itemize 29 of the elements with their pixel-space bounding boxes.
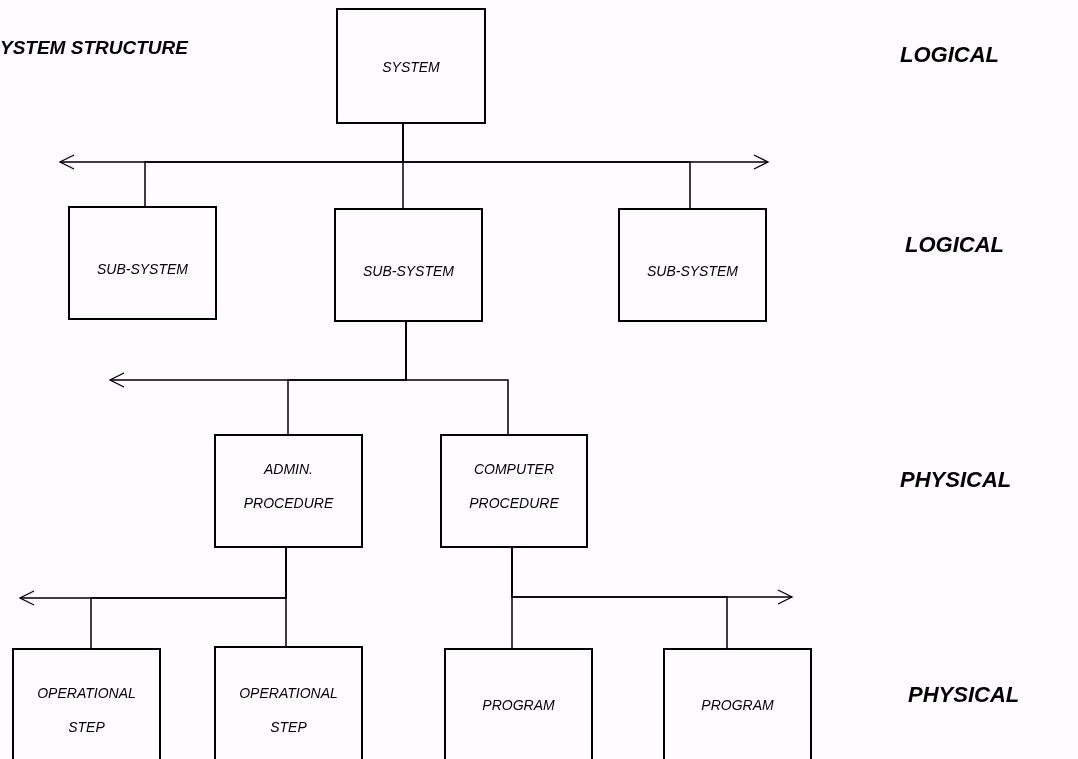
box-label: OPERATIONAL STEP <box>238 684 339 737</box>
process-box <box>444 648 593 759</box>
level-label: PHYSICAL <box>900 466 1012 494</box>
process-box <box>440 434 588 548</box>
box-label: PROGRAM <box>700 696 775 715</box>
box-label: SUB-SYSTEM <box>646 262 739 281</box>
connector-line <box>402 123 691 209</box>
process-box <box>336 8 486 124</box>
process-box <box>663 648 812 759</box>
level-label: LOGICAL <box>900 41 999 69</box>
process-box <box>214 646 363 759</box>
box-label: OPERATIONAL STEP <box>36 684 137 737</box>
box-label: COMPUTER PROCEDURE <box>468 460 560 513</box>
process-box <box>214 434 363 548</box>
process-box <box>618 208 767 322</box>
process-box <box>12 648 161 759</box>
process-box <box>68 206 217 320</box>
box-label: SUB-SYSTEM <box>96 260 189 279</box>
process-box <box>334 208 483 322</box>
diagram-title: YSTEM STRUCTURE <box>0 36 188 60</box>
box-label: ADMIN. PROCEDURE <box>242 460 335 513</box>
connector-line <box>285 547 287 647</box>
level-label: PHYSICAL <box>908 681 1020 709</box>
connector-line <box>405 321 509 435</box>
level-label: LOGICAL <box>905 231 1004 259</box>
box-label: PROGRAM <box>481 696 556 715</box>
box-label: SUB-SYSTEM <box>362 262 455 281</box>
arrow <box>511 547 793 605</box>
box-label: SYSTEM <box>381 58 441 77</box>
